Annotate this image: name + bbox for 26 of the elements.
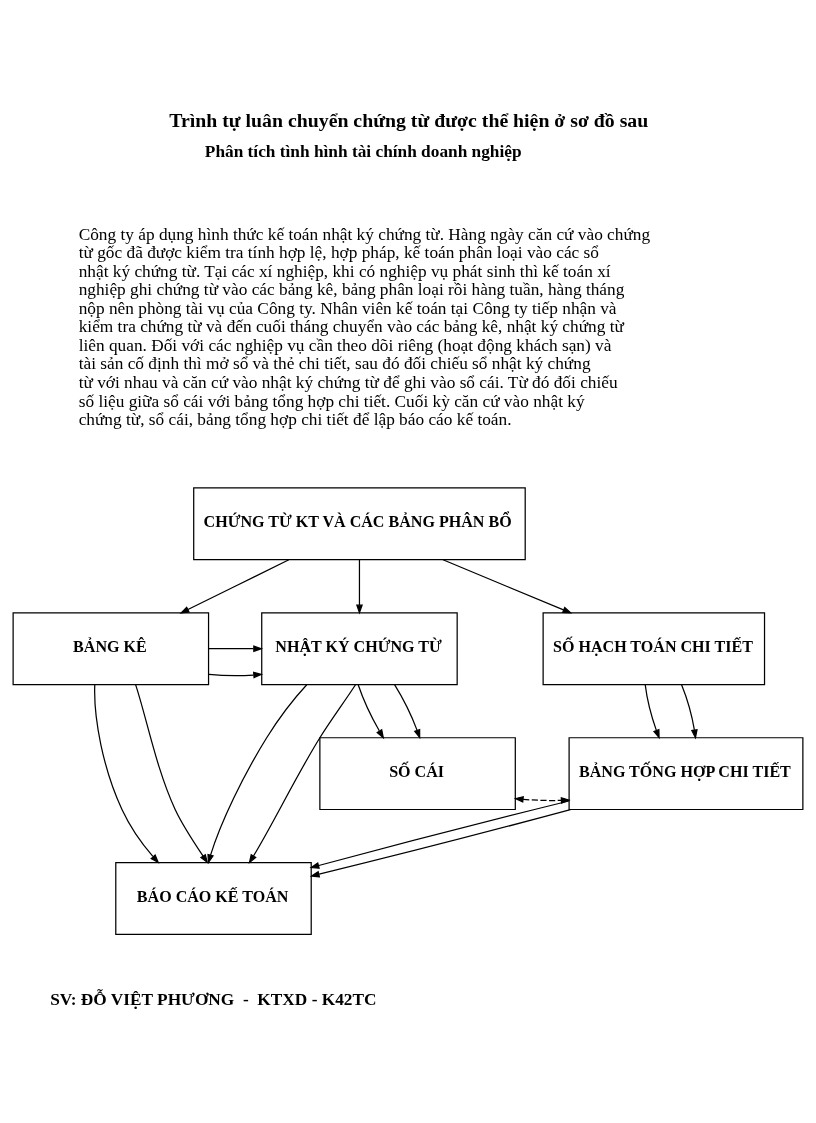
diagram-title: Trình tự luân chuyển chứng từ được thể hiện ở sơ đồ sau <box>169 108 649 131</box>
arrow <box>134 683 209 864</box>
node-box: BÁO CÁO KẾ TOÁN <box>115 862 312 936</box>
node-box: BẢNG TỐNG HỢP CHI TIẾT <box>568 737 804 811</box>
label: SV: ĐỖ VIỆT PHƯƠNG - KTXD - K42TC <box>50 990 377 1010</box>
node-box: SỐ HẠCH TOÁN CHI TIẾT <box>542 612 766 686</box>
arrow <box>309 809 572 878</box>
arrow <box>357 684 385 740</box>
arrow <box>94 683 160 864</box>
arrow <box>207 684 308 865</box>
arrow <box>356 559 363 615</box>
node-box: SỐ CÁI <box>319 737 516 811</box>
arrow <box>208 671 264 679</box>
arrow <box>393 684 421 740</box>
node-box: NHẬT KÝ CHỨNG TỪ <box>261 612 458 686</box>
node-box: CHỨNG TỪ KT VÀ CÁC BẢNG PHÂN BỔ <box>193 487 526 561</box>
arrow <box>179 559 290 614</box>
label: Công ty áp dụng hình thức kế toán nhật ký chứng từ. Hàng ngày căn cứ vào chứng từ gốc đã được kiểm tra tính hợp lệ, hợp pháp, kế toán phân loại vào các sổ nhật ký chứng từ. Tại các xí nghiệp, khi có nghiệp vụ phát sinh thì kế toán xí nghiệp ghi chứng từ vào các bảng kê, bảng phân loại rồi hàng tuần, hàng tháng nộp nên phòng tài vụ của Công ty. Nhân viên kế toán tại Công ty tiếp nhận và kiểm tra chứng từ và đến cuối tháng chuyển vào các bảng kê, nhật ký chứng từ liên quan. Đối với các nghiệp vụ cần theo dõi riêng (hoạt động khách sạn) và tài sản cố định thì mở sổ và thẻ chi tiết, sau đó đối chiếu sổ nhật ký chứng từ với nhau và căn cứ vào nhật ký chứng từ để ghi vào sổ cái. Từ đó đối chiếu số liệu giữa sổ cái với bảng tổng hợp chi tiết. Cuối kỳ căn cứ vào nhật ký chứng từ, sổ cái, bảng tổng hợp chi tiết để lập báo cáo kế toán. <box>78 224 651 430</box>
node-box: BẢNG KÊ <box>12 612 210 686</box>
arrow <box>680 684 698 740</box>
arrow <box>309 800 570 869</box>
arrow <box>208 645 264 653</box>
arrow <box>644 684 660 740</box>
arrow <box>248 684 357 864</box>
label: Phân tích tình hình tài chính doanh nghiệp <box>204 141 522 161</box>
arrow <box>442 559 573 614</box>
